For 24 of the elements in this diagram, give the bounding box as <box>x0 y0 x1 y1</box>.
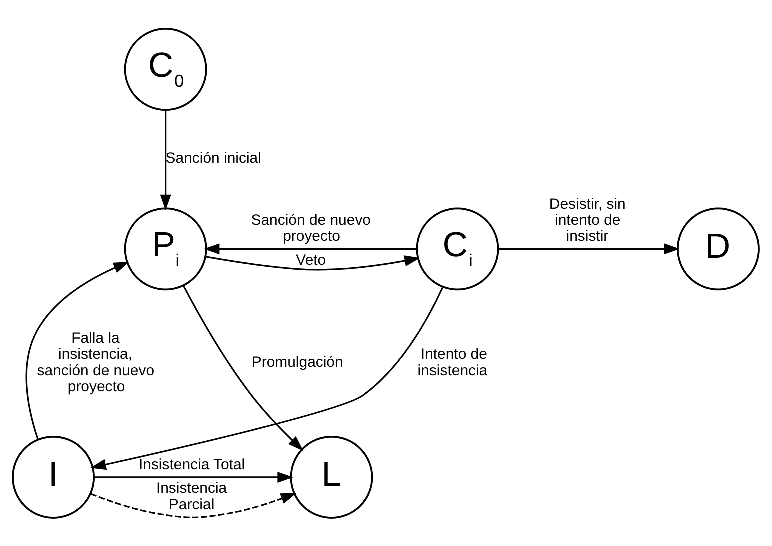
node-circle: I <box>12 436 96 518</box>
edge-label: Sanción inicial <box>166 150 262 167</box>
edge-label: Intento de insistencia <box>418 346 488 379</box>
node-circle: D <box>676 207 760 290</box>
node-circle: P$_{i}$ <box>124 207 208 290</box>
edge-label: Promulgación <box>252 354 344 371</box>
arrow <box>160 110 172 210</box>
edge-label: Insistencia Total <box>138 456 246 473</box>
node-circle: C$_{0}$ <box>124 28 208 110</box>
arrow <box>90 286 444 470</box>
arrow <box>26 261 130 440</box>
arrow <box>90 492 297 518</box>
edge-label: Falla la insistencia, sanción de nuevo proyecto <box>37 329 155 396</box>
arrow <box>94 471 294 482</box>
edge-label: Veto <box>296 251 326 268</box>
arrow <box>204 243 418 254</box>
edge-label: Insistencia Parcial <box>156 480 228 513</box>
edge-label: Desistir, sin intento de insistir <box>549 195 626 245</box>
arrow <box>498 243 680 254</box>
node-circle: L <box>290 436 374 518</box>
edge-label: Sanción de nuevo proyecto <box>251 211 372 245</box>
arrow <box>182 285 304 451</box>
arrow <box>206 255 420 270</box>
node-circle: C$_{i}$ <box>416 207 500 290</box>
